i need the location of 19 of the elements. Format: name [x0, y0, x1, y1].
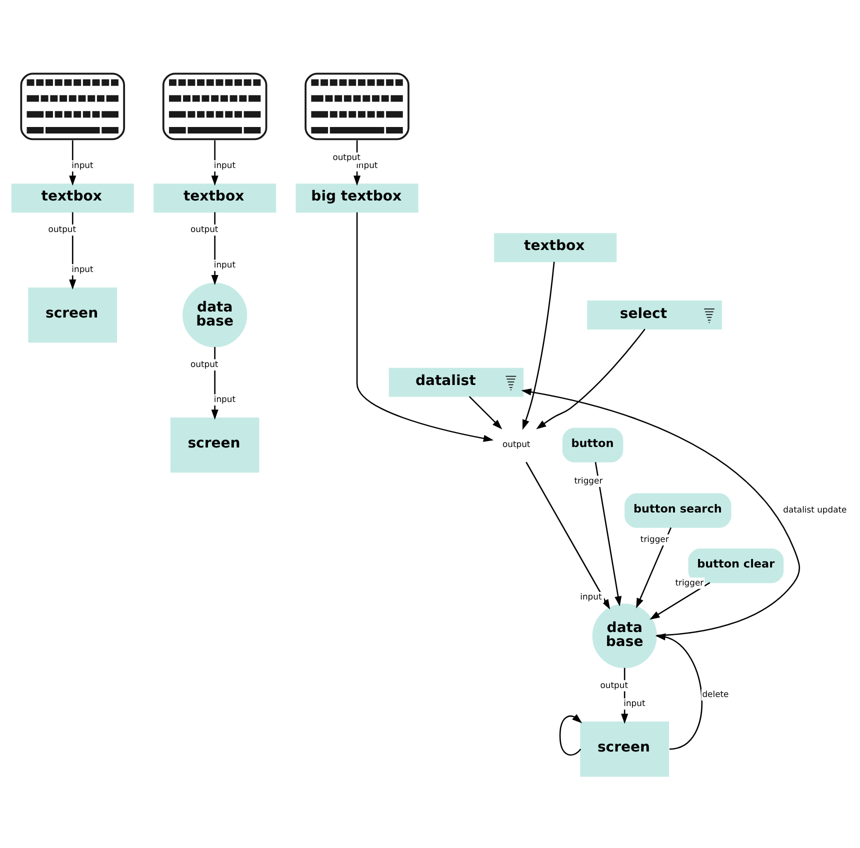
node-label: input [72, 159, 94, 170]
node-label: output [190, 224, 218, 234]
node-label: trigger [640, 533, 669, 544]
node-label: input [356, 159, 378, 170]
node-label: input [580, 590, 602, 601]
node-label: input [72, 263, 94, 274]
node-label: output [48, 224, 76, 234]
node-label: input [624, 698, 646, 708]
node-label: output [190, 358, 218, 368]
node-label: input [214, 393, 236, 404]
edge-label: datalist update [783, 504, 847, 514]
node-label: input [214, 258, 236, 269]
node-label: trigger [675, 576, 704, 587]
node-label: trigger [574, 474, 603, 485]
node-label: output [600, 679, 628, 690]
node-label: input [214, 159, 236, 170]
node-label: output [332, 152, 360, 162]
node-text: output [502, 438, 530, 449]
edge-label: delete [702, 688, 729, 698]
